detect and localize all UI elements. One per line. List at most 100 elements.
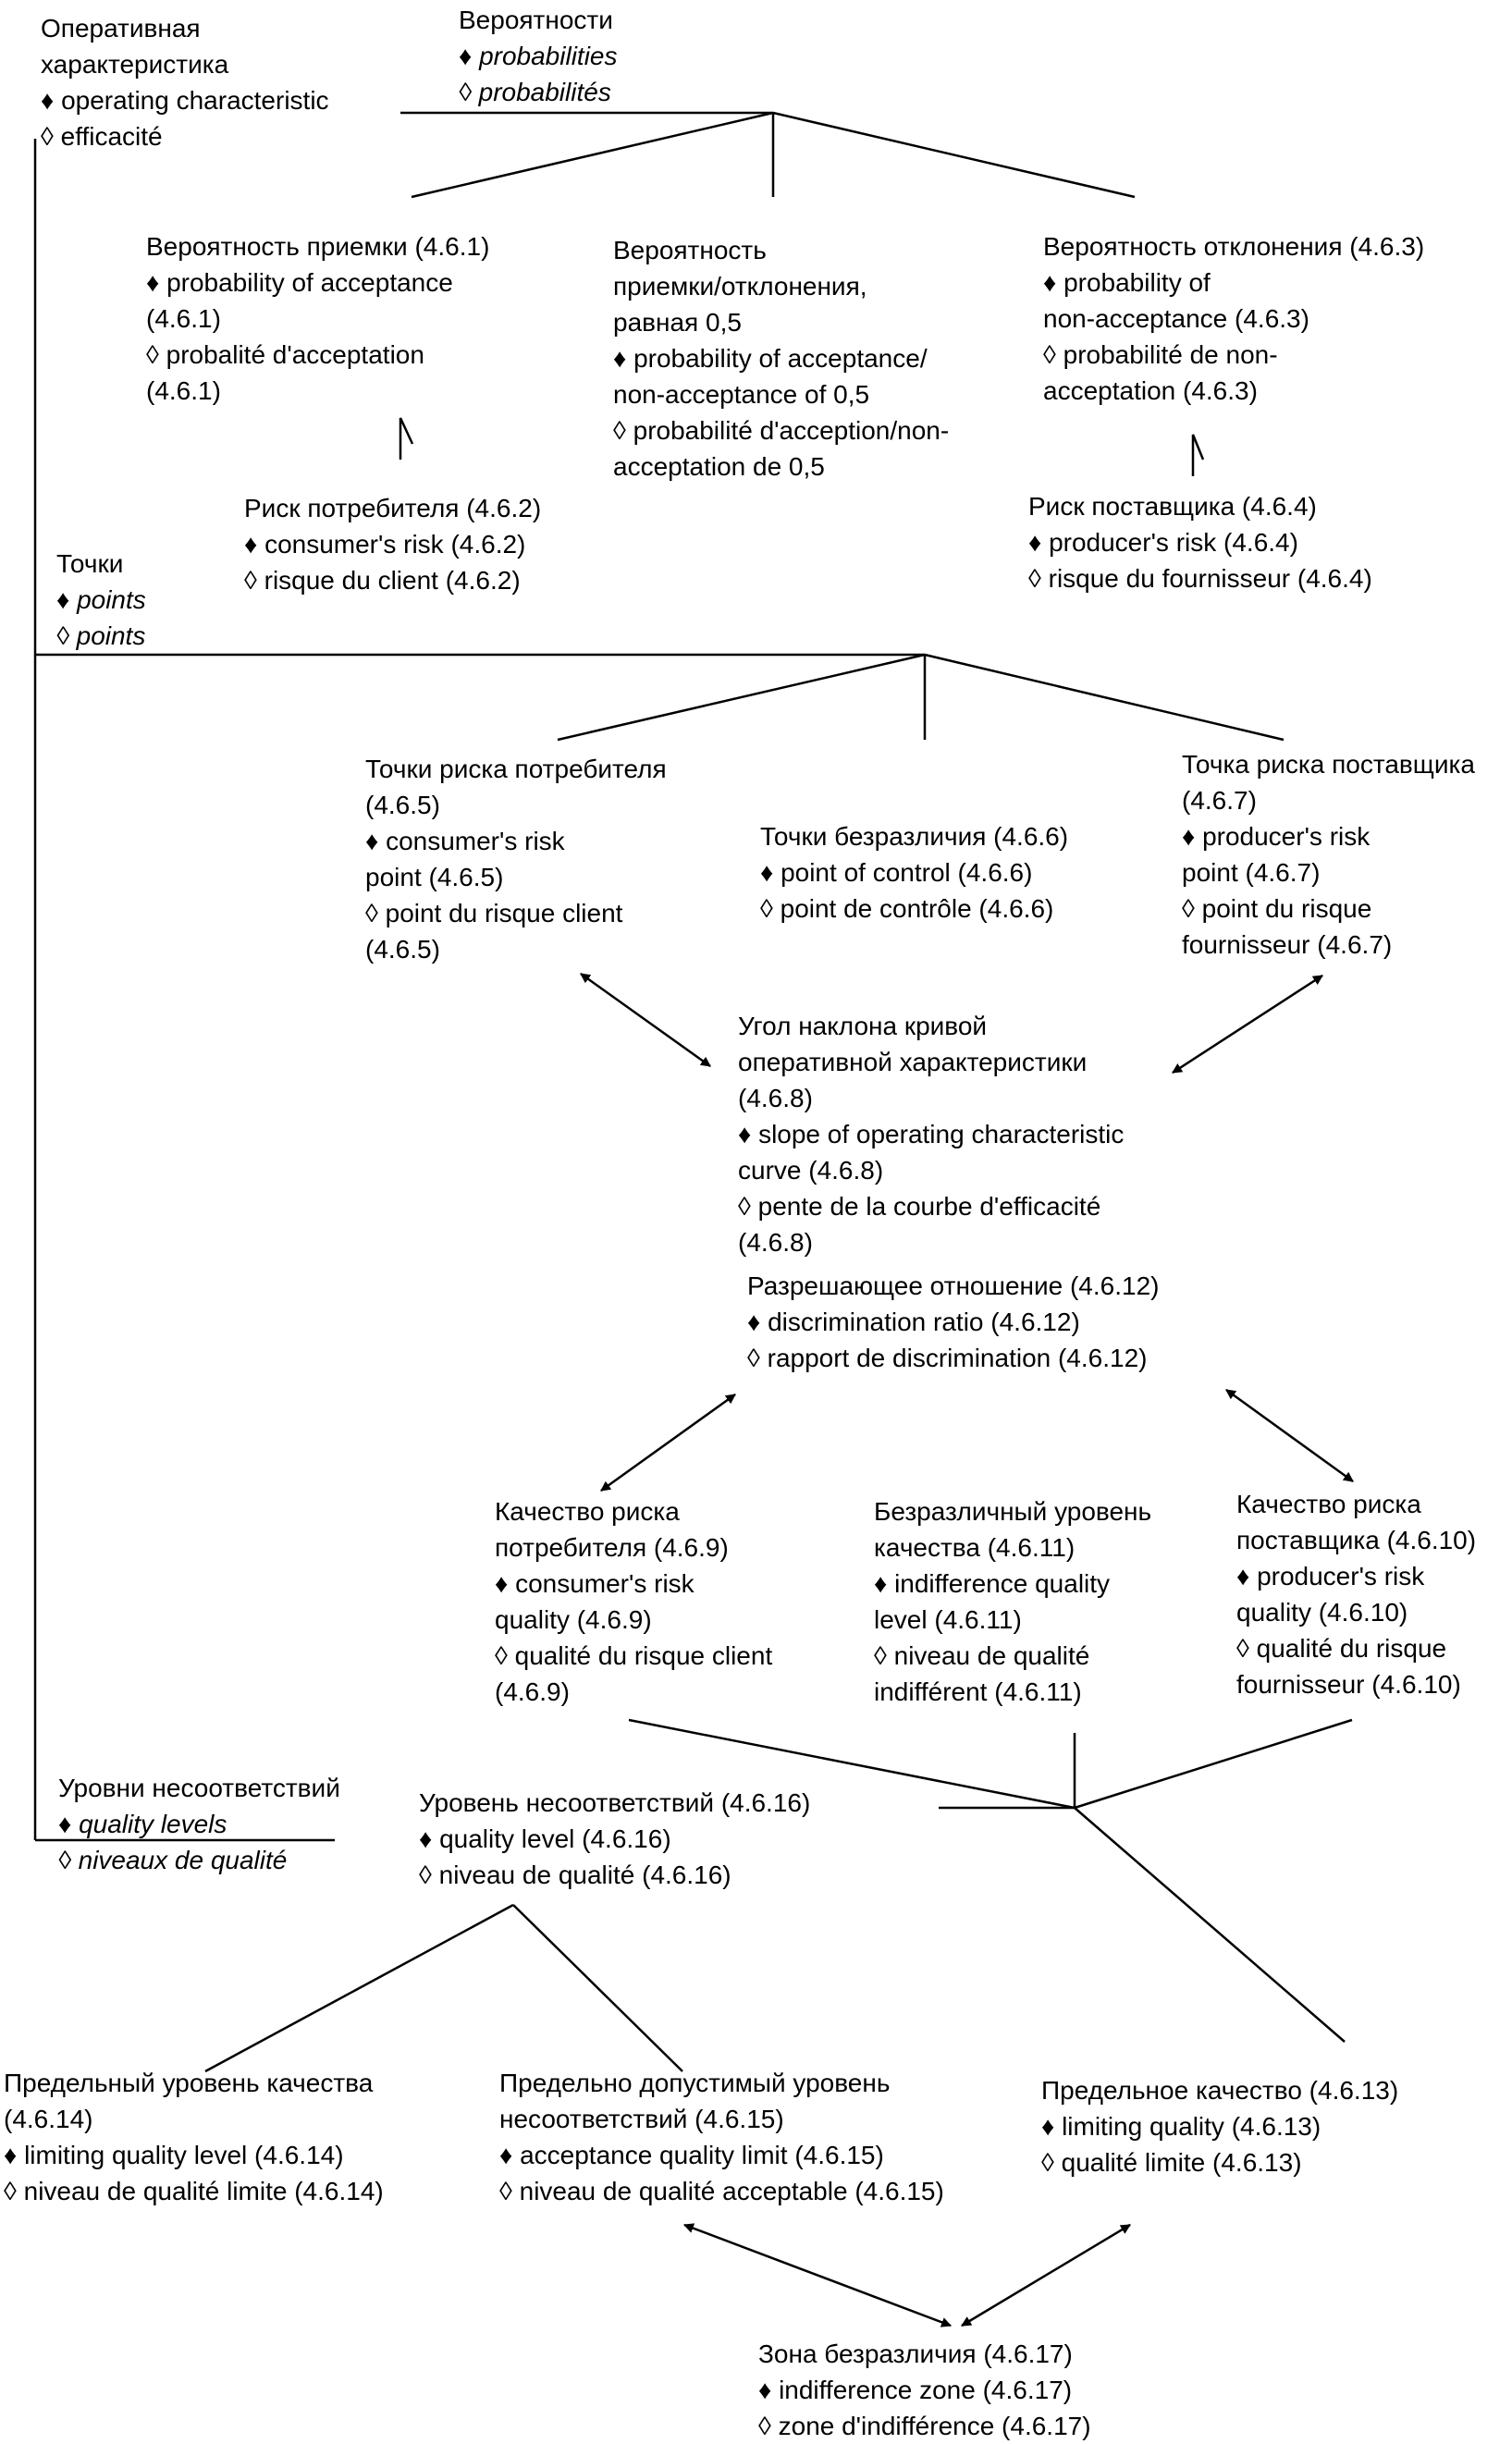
arrow-ratio-to-consumer-quality	[600, 1393, 736, 1492]
quality-level-to-lql	[204, 1903, 514, 2073]
node-line: приемки/отклонения,	[613, 272, 867, 301]
node-line: ♦ probability of acceptance	[146, 268, 453, 297]
node-quality-level: Уровень несоответствий (4.6.16)♦ quality…	[419, 1785, 810, 1893]
node-probability-of-rejection: Вероятность отклонения (4.6.3)♦ probabil…	[1043, 228, 1424, 409]
node-probabilities-group: Вероятности♦ probabilities◊ probabilités	[459, 2, 618, 110]
junction-to-limiting-quality	[1074, 1807, 1346, 2043]
node-line: ◊ probabilité d'acception/non-	[613, 416, 950, 445]
node-line: ◊ points	[56, 621, 146, 650]
node-line: non-acceptance (4.6.3)	[1043, 304, 1309, 333]
node-line: (4.6.5)	[365, 935, 440, 964]
node-line: ♦ producer's risk	[1236, 1562, 1425, 1590]
arrow-lq-to-zone	[961, 2223, 1131, 2327]
node-line: равная 0,5	[613, 308, 742, 337]
node-line: ♦ points	[56, 585, 146, 614]
node-line: Качество риска	[1236, 1490, 1421, 1518]
node-line: потребителя (4.6.9)	[495, 1533, 729, 1562]
node-line: ♦ quality level (4.6.16)	[419, 1824, 671, 1853]
node-line: Зона безразличия (4.6.17)	[758, 2340, 1073, 2368]
node-line: ♦ slope of operating characteristic	[738, 1120, 1125, 1148]
junction-from-producer-quality	[1074, 1718, 1353, 1810]
node-line: ♦ quality levels	[58, 1810, 227, 1838]
node-line: ♦ discrimination ratio (4.6.12)	[747, 1308, 1080, 1336]
node-line: ◊ qualité du risque	[1236, 1634, 1447, 1663]
node-line: Точки	[56, 549, 124, 578]
node-line: acceptation (4.6.3)	[1043, 376, 1258, 405]
points-branch-left	[557, 653, 926, 742]
node-line: ♦ point of control (4.6.6)	[760, 858, 1033, 887]
node-line: acceptation de 0,5	[613, 452, 825, 481]
node-quality-levels-group: Уровни несоответствий ♦ quality levels ◊ n…	[58, 1770, 340, 1878]
node-line: Оперативная	[41, 14, 201, 43]
node-limiting-quality-level: Предельный уровень качества(4.6.14)♦ lim…	[4, 2065, 384, 2209]
node-line: Риск поставщика (4.6.4)	[1028, 492, 1317, 521]
node-line: Уровни несоответствий	[58, 1774, 340, 1802]
node-line: Вероятность отклонения (4.6.3)	[1043, 232, 1425, 261]
node-indifference-zone: Зона безразличия (4.6.17) ♦ indifference …	[758, 2336, 1091, 2444]
node-line: ◊ probabilités	[459, 78, 611, 106]
node-line: (4.6.9)	[495, 1677, 570, 1706]
node-line: (4.6.7)	[1182, 786, 1257, 815]
node-line: ♦ limiting quality (4.6.13)	[1041, 2112, 1321, 2141]
node-consumer-risk-point: Точки риска потребителя (4.6.5) ♦ consumer…	[365, 751, 667, 967]
node-line: ◊ efficacité	[41, 122, 163, 151]
node-line: качества (4.6.11)	[874, 1533, 1076, 1562]
node-line: Разрешающее отношение (4.6.12)	[747, 1271, 1160, 1300]
node-line: Вероятность приемки (4.6.1)	[146, 232, 490, 261]
node-line: ◊ niveaux de qualité	[58, 1846, 288, 1874]
node-line: ◊ niveau de qualité	[874, 1641, 1090, 1670]
node-line: ♦ probability of acceptance/	[613, 344, 928, 373]
node-line: curve (4.6.8)	[738, 1156, 884, 1185]
node-line: ♦ acceptance quality limit (4.6.15)	[499, 2141, 884, 2169]
node-line: Вероятность	[613, 236, 767, 264]
arrow-aql-to-zone	[682, 2223, 953, 2327]
node-points-group: Точки ♦ points ◊ points	[56, 546, 146, 654]
node-line: level (4.6.11)	[874, 1605, 1022, 1634]
node-line: ◊ probalité d'acceptation	[146, 340, 424, 369]
node-producer-risk-quality: Качество риска поставщика (4.6.10) ♦ produ…	[1236, 1486, 1476, 1702]
node-line: ♦ consumer's risk	[495, 1569, 695, 1598]
node-line: quality (4.6.9)	[495, 1605, 652, 1634]
node-line: Точки риска потребителя	[365, 755, 667, 783]
node-line: ◊ qualité du risque client	[495, 1641, 773, 1670]
node-line: quality (4.6.10)	[1236, 1598, 1408, 1627]
node-line: ◊ pente de la courbe d'efficacité	[738, 1192, 1101, 1221]
junction-from-consumer-quality	[628, 1718, 1076, 1810]
node-line: fournisseur (4.6.10)	[1236, 1670, 1461, 1699]
node-line: ◊ probabilité de non-	[1043, 340, 1278, 369]
node-line: Предельно допустимый уровень	[499, 2069, 891, 2097]
node-line: поставщика (4.6.10)	[1236, 1526, 1477, 1554]
node-line: Угол наклона кривой	[738, 1012, 988, 1040]
node-line: point (4.6.7)	[1182, 858, 1321, 887]
node-line: ◊ niveau de qualité limite (4.6.14)	[4, 2177, 384, 2205]
node-line: ◊ niveau de qualité acceptable (4.6.15)	[499, 2177, 944, 2205]
node-line: ♦ operating characteristic	[41, 86, 329, 115]
node-line: ◊ qualité limite (4.6.13)	[1041, 2148, 1302, 2177]
node-line: Точка риска поставщика	[1182, 750, 1475, 779]
node-line: (4.6.14)	[4, 2105, 93, 2133]
node-line: ◊ zone d'indifférence (4.6.17)	[758, 2412, 1091, 2440]
node-line: Вероятности	[459, 6, 613, 34]
node-line: несоответствий (4.6.15)	[499, 2105, 784, 2133]
node-line: ♦ indifference quality	[874, 1569, 1111, 1598]
arrow-producer-point-to-slope	[1172, 974, 1323, 1075]
node-line: ♦ indifference zone (4.6.17)	[758, 2376, 1073, 2404]
node-discrimination-ratio: Разрешающее отношение (4.6.12) ♦ discrimi…	[747, 1268, 1159, 1376]
prob-branch-left	[411, 111, 774, 199]
node-line: Предельный уровень качества	[4, 2069, 374, 2097]
node-line: ♦ producer's risk (4.6.4)	[1028, 528, 1298, 557]
node-probability-acceptance-half: Вероятность приемки/отклонения, равная 0,5…	[613, 232, 949, 485]
node-line: point (4.6.5)	[365, 863, 504, 891]
node-consumer-risk: Риск потребителя (4.6.2)♦ consumer's ris…	[244, 490, 541, 598]
node-producer-risk: Риск поставщика (4.6.4) ♦ producer's risk…	[1028, 488, 1372, 596]
node-limiting-quality: Предельное качество (4.6.13)♦ limiting q…	[1041, 2072, 1398, 2180]
node-line: non-acceptance of 0,5	[613, 380, 870, 409]
node-line: ◊ point de contrôle (4.6.6)	[760, 894, 1054, 923]
node-line: ♦ consumer's risk	[365, 827, 565, 855]
prob-branch-right	[772, 111, 1136, 199]
node-line: Безразличный уровень	[874, 1497, 1152, 1526]
